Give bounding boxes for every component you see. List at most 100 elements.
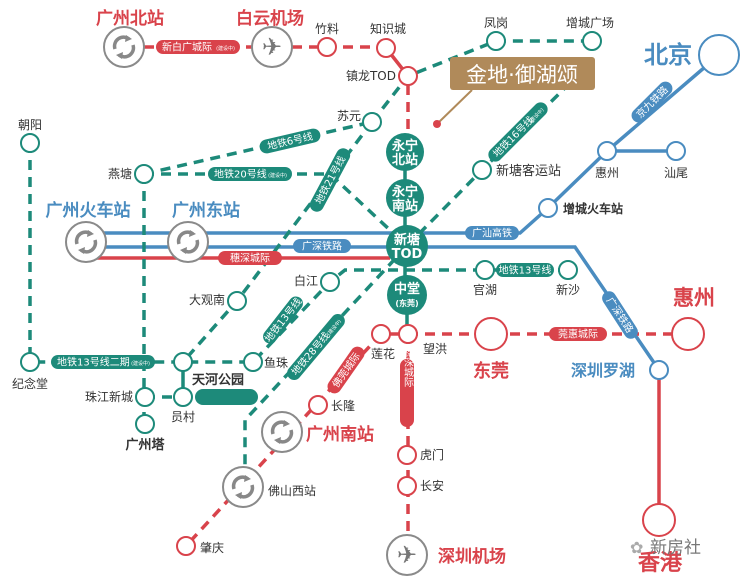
station-marker[interactable] bbox=[362, 112, 382, 132]
station-marker[interactable] bbox=[558, 260, 578, 280]
station-marker[interactable] bbox=[167, 221, 209, 263]
line-label-pill bbox=[208, 167, 292, 181]
station-marker[interactable] bbox=[671, 317, 705, 351]
station-marker[interactable] bbox=[397, 445, 417, 465]
station-label: 白江 bbox=[294, 273, 318, 288]
station-marker[interactable] bbox=[397, 476, 417, 496]
station-marker[interactable] bbox=[474, 317, 508, 351]
station-cy[interactable]: 朝阳 bbox=[18, 118, 42, 153]
station-gh[interactable]: 官湖 bbox=[473, 260, 497, 297]
line-label-text: 地铁13号线 bbox=[262, 295, 305, 345]
station-marker[interactable] bbox=[317, 37, 337, 57]
station-dgn[interactable]: 大观南 bbox=[189, 291, 247, 311]
line-label-text: 广深铁路 bbox=[604, 295, 637, 336]
line-label-pill bbox=[400, 359, 414, 427]
station-marker[interactable] bbox=[371, 324, 391, 344]
station-marker[interactable] bbox=[308, 395, 328, 415]
station-marker[interactable] bbox=[320, 272, 340, 292]
station-hzs[interactable]: 惠州 bbox=[671, 286, 715, 351]
station-marker[interactable] bbox=[582, 31, 602, 51]
station-marker[interactable] bbox=[386, 534, 428, 576]
station-marker[interactable] bbox=[135, 414, 155, 434]
station-bjg[interactable]: 白江 bbox=[294, 272, 340, 292]
station-marker[interactable] bbox=[173, 387, 193, 407]
station-bygc[interactable]: ✈白云机场 bbox=[236, 8, 304, 68]
station-marker[interactable] bbox=[65, 221, 107, 263]
station-cl[interactable]: 长隆 bbox=[308, 395, 355, 415]
station-sw[interactable]: 汕尾 bbox=[664, 141, 688, 180]
station-szlh[interactable]: 深圳罗湖 bbox=[571, 360, 669, 380]
station-marker[interactable] bbox=[261, 411, 303, 453]
metro-16-line bbox=[405, 76, 577, 248]
station-zchcz[interactable]: 增城火车站 bbox=[538, 198, 623, 218]
hub-marker[interactable] bbox=[386, 133, 424, 171]
station-bj[interactable]: 北京 bbox=[644, 34, 740, 76]
station-zltod[interactable]: 镇龙TOD bbox=[346, 66, 418, 86]
station-label: 望洪 bbox=[423, 342, 447, 356]
station-dg[interactable]: 东莞 bbox=[473, 317, 509, 382]
station-marker[interactable] bbox=[135, 387, 155, 407]
station-zcgc[interactable]: 增城广场 bbox=[566, 16, 614, 51]
hub-marker[interactable] bbox=[386, 179, 424, 217]
station-gzt[interactable]: 广州塔 bbox=[125, 414, 165, 453]
hub-marker[interactable] bbox=[387, 275, 427, 315]
station-marker[interactable] bbox=[243, 352, 263, 372]
station-marker[interactable] bbox=[597, 141, 617, 161]
station-lh[interactable]: 莲花 bbox=[371, 324, 395, 361]
station-marker[interactable] bbox=[698, 34, 740, 76]
station-wh[interactable]: 望洪 bbox=[398, 324, 447, 356]
station-zsc[interactable]: 知识城 bbox=[370, 22, 406, 58]
station-thgy[interactable]: 天河公园 bbox=[173, 352, 244, 388]
station-label: 竹料 bbox=[315, 22, 339, 36]
station-hm[interactable]: 虎门 bbox=[397, 445, 444, 465]
station-zjxc[interactable]: 珠江新城 bbox=[85, 387, 155, 407]
station-ca[interactable]: 长安 bbox=[397, 476, 444, 496]
station-sy[interactable]: 苏元 bbox=[337, 109, 382, 132]
hub-station-zt[interactable]: 中堂(东莞) bbox=[387, 275, 427, 315]
station-marker[interactable] bbox=[173, 352, 193, 372]
station-marker[interactable] bbox=[538, 198, 558, 218]
station-hzn[interactable]: 惠州 bbox=[595, 141, 619, 180]
line-label-xbg: 新白广城际(建设中) bbox=[156, 40, 240, 54]
station-marker[interactable] bbox=[20, 352, 40, 372]
station-gzhcz[interactable]: 广州火车站 bbox=[46, 200, 131, 263]
station-yt[interactable]: 燕塘 bbox=[108, 164, 154, 184]
station-jnt[interactable]: 纪念堂 bbox=[12, 352, 48, 391]
station-marker[interactable] bbox=[376, 38, 396, 58]
station-gzbz[interactable]: 广州北站 bbox=[96, 8, 164, 68]
station-marker[interactable] bbox=[642, 503, 676, 537]
station-marker[interactable] bbox=[20, 133, 40, 153]
station-marker[interactable] bbox=[472, 160, 492, 180]
station-marker[interactable] bbox=[251, 26, 293, 68]
station-marker[interactable] bbox=[398, 324, 418, 344]
station-marker[interactable] bbox=[227, 291, 247, 311]
station-szjc[interactable]: ✈深圳机场 bbox=[386, 534, 506, 576]
station-marker[interactable] bbox=[176, 536, 196, 556]
project-callout[interactable]: 金地·御湖颂 bbox=[433, 57, 595, 128]
station-xtkyz[interactable]: 新塘客运站 bbox=[472, 160, 561, 180]
station-marker[interactable] bbox=[398, 66, 418, 86]
station-yc[interactable]: 员村 bbox=[171, 387, 195, 424]
station-marker[interactable] bbox=[103, 26, 145, 68]
station-xs[interactable]: 新沙 bbox=[556, 260, 580, 297]
station-fsxz[interactable]: 佛山西站 bbox=[222, 466, 316, 508]
line-label-status: (建设中) bbox=[268, 172, 287, 179]
station-marker[interactable] bbox=[666, 141, 686, 161]
station-yz[interactable]: 鱼珠 bbox=[243, 352, 288, 372]
station-marker[interactable] bbox=[134, 164, 154, 184]
station-marker[interactable] bbox=[486, 31, 506, 51]
line-label-text: 地铁20号线 bbox=[214, 168, 267, 181]
station-marker[interactable] bbox=[649, 360, 669, 380]
station-zq[interactable]: 肇庆 bbox=[176, 536, 224, 556]
station-fg[interactable]: 凤岗 bbox=[484, 16, 508, 51]
station-gznz[interactable]: 广州南站 bbox=[261, 411, 374, 453]
station-zl[interactable]: 竹料 bbox=[315, 22, 339, 57]
station-xg[interactable]: 香港 bbox=[638, 503, 683, 576]
station-marker[interactable] bbox=[475, 260, 495, 280]
hub-marker[interactable] bbox=[386, 225, 428, 267]
station-marker[interactable] bbox=[222, 466, 264, 508]
station-gzdz[interactable]: 广州东站 bbox=[167, 200, 240, 263]
